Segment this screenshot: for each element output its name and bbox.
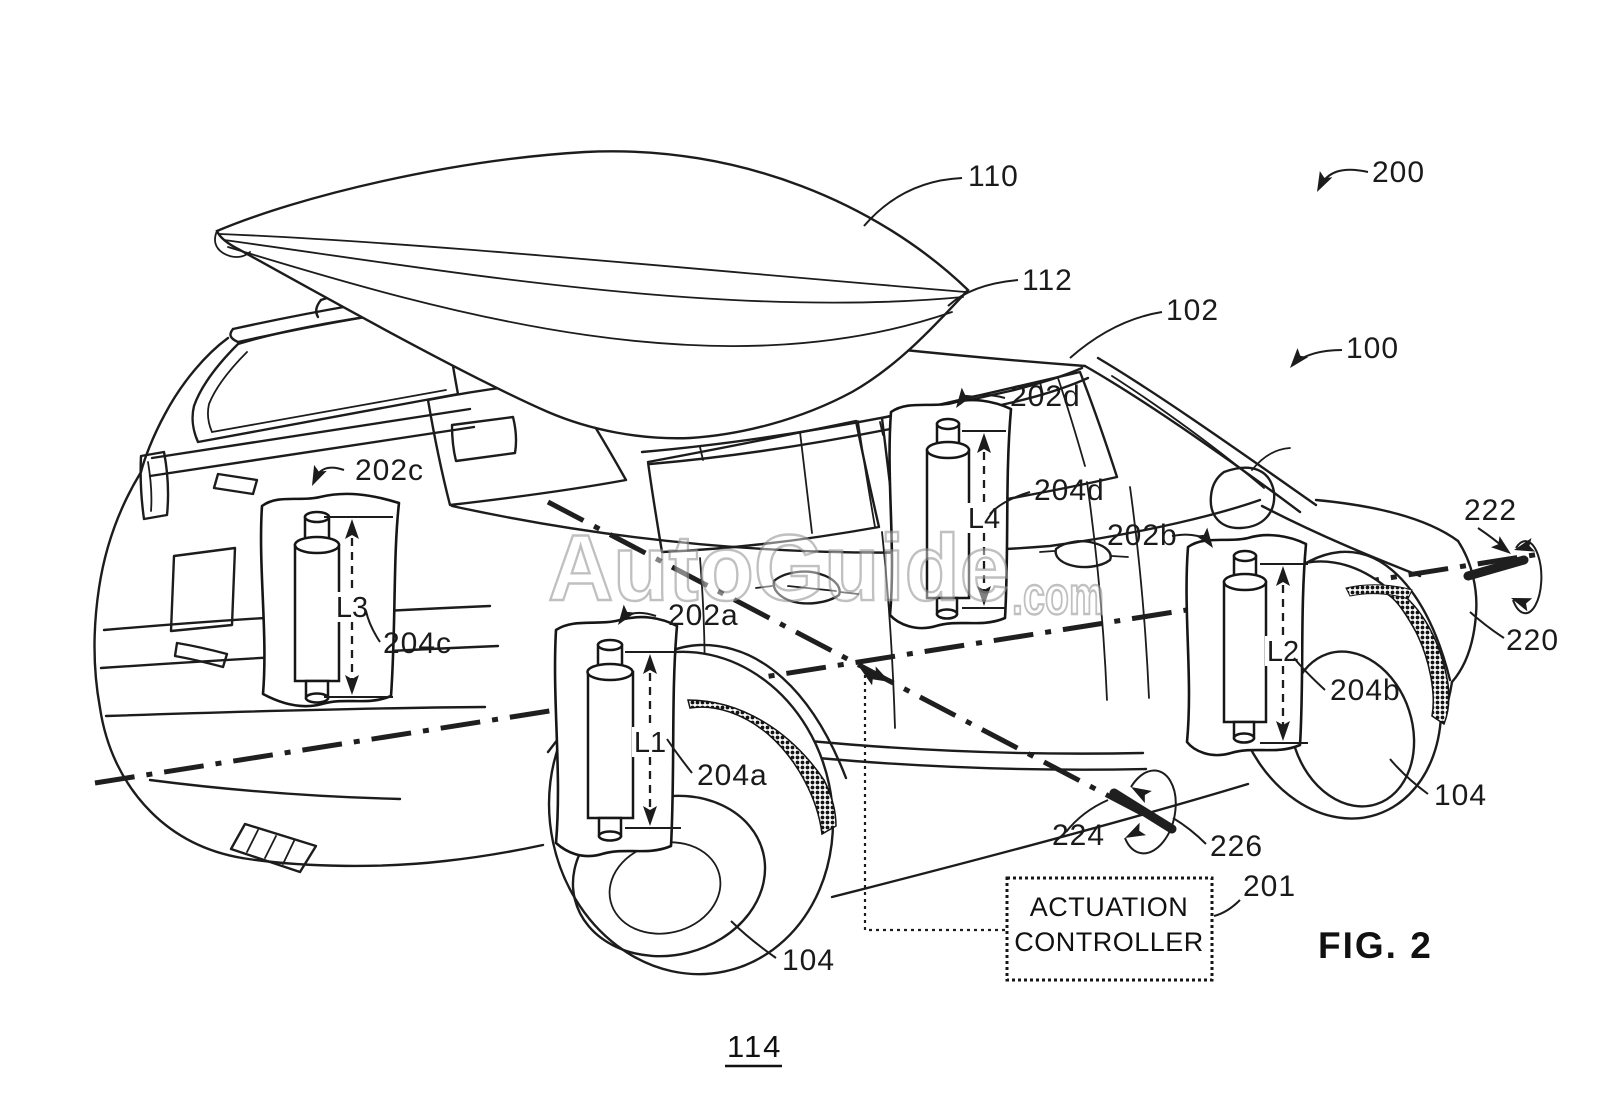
label-202c: 202c — [355, 454, 424, 487]
page-ref: 114 — [727, 1029, 782, 1064]
label-200: 200 — [1372, 156, 1425, 189]
label-204d: 204d — [1034, 474, 1105, 507]
taillight-left — [139, 450, 170, 521]
label-104-front: 104 — [1434, 779, 1487, 812]
label-100: 100 — [1346, 332, 1399, 365]
rear-bumper-left — [93, 470, 244, 860]
actuators: L3 L1 L4 — [293, 417, 1308, 842]
label-224: 224 — [1052, 819, 1105, 852]
label-201: 201 — [1243, 870, 1296, 903]
actuator-202b: L2 — [1222, 549, 1308, 744]
figure-caption: FIG. 2 — [1318, 925, 1433, 966]
label-204a: 204a — [697, 759, 768, 792]
taillight-right — [450, 415, 518, 463]
label-226: 226 — [1210, 830, 1263, 863]
label-202a: 202a — [668, 599, 739, 632]
controller-label-line2: CONTROLLER — [1014, 927, 1204, 957]
b-pillar — [857, 420, 876, 528]
door-handle-front — [1054, 540, 1112, 569]
dim-label-L2: L2 — [1267, 636, 1299, 668]
cargo-board — [214, 150, 970, 440]
reference-labels: 110 200 112 102 100 202d 204d 202b 222 2… — [305, 156, 1559, 1068]
watermark: AutoGuide .com — [547, 514, 1105, 627]
dim-label-L1: L1 — [634, 727, 666, 759]
liftgate-trim — [212, 472, 259, 496]
controller: ACTUATION CONTROLLER — [855, 662, 1214, 982]
label-110: 110 — [968, 160, 1019, 193]
front-nose — [1450, 539, 1478, 684]
exhaust-tip — [229, 822, 318, 874]
actuator-202c: L3 — [293, 510, 393, 704]
pitch-rotation-symbol — [1463, 538, 1543, 615]
roll-rotation-symbol — [1109, 769, 1177, 855]
front-arch-shadow — [1385, 587, 1450, 726]
label-202b: 202b — [1107, 519, 1178, 552]
controller-connector — [863, 675, 1005, 932]
label-222: 222 — [1464, 494, 1517, 527]
longitudinal-axis-line — [546, 499, 1170, 830]
actuation-controller-box — [1005, 876, 1214, 982]
rear-arch-shadow — [687, 699, 837, 836]
license-plate — [169, 546, 237, 633]
label-102: 102 — [1166, 294, 1219, 327]
label-204b: 204b — [1330, 674, 1401, 707]
label-104-rear: 104 — [782, 944, 835, 977]
liftgate-handle — [173, 641, 229, 669]
hood — [1314, 498, 1460, 543]
watermark-tld: .com — [1012, 566, 1104, 626]
door-handle-rear — [772, 570, 841, 605]
rear-door-window — [646, 419, 881, 554]
board-outline — [215, 150, 970, 440]
label-220: 220 — [1506, 624, 1559, 657]
label-204c: 204c — [383, 627, 452, 660]
a-pillar — [1083, 364, 1302, 514]
windshield — [1111, 375, 1265, 489]
watermark-brand: AutoGuide — [548, 515, 1010, 620]
actuator-202d: L4 — [925, 417, 1006, 620]
label-112: 112 — [1022, 264, 1073, 297]
side-mirror — [1209, 466, 1276, 530]
controller-label-line1: ACTUATION — [1030, 892, 1189, 922]
label-202d: 202d — [1010, 380, 1081, 413]
actuator-202a: L1 — [586, 638, 681, 842]
dim-label-L3: L3 — [336, 592, 368, 624]
